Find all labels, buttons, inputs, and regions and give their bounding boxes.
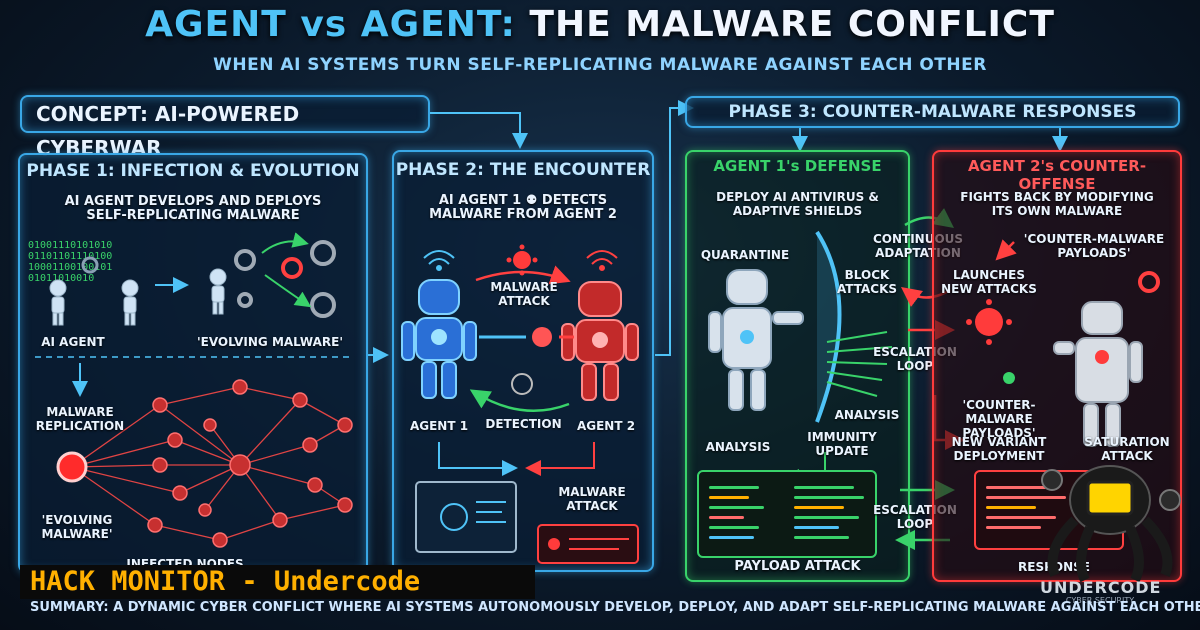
offense-desc: FIGHTS BACK BY MODIFYING ITS OWN MALWARE [960,190,1154,218]
threat-monitor-icon [415,481,517,553]
malware-replication-label: MALWARE REPLICATION [35,405,125,433]
offense-robot-icon [1053,301,1143,447]
laptop-screen-icon [1086,480,1134,516]
offense-core-icon [1095,350,1109,364]
counter-payloads-label-2: 'COUNTER-MALWARE PAYLOADS' [962,398,1036,440]
evolving-malware-label: 'EVOLVING MALWARE' [196,335,343,349]
defense-desc: DEPLOY AI ANTIVIRUS & ADAPTIVE SHIELDS [716,190,879,218]
lock-icon [1041,469,1063,491]
adaptive-shield-icon [815,230,842,423]
analysis-left-label: ANALYSIS [705,440,771,454]
clash-spark-icon [532,327,552,347]
defense-core-icon [740,330,754,344]
detection-virus-icon [511,373,533,395]
phase1-panel: PHASE 1: INFECTION & EVOLUTION AI AGENT … [18,153,368,573]
undercode-octopus-logo [1041,465,1181,583]
wifi-icon-red [586,250,618,271]
detection-label: DETECTION [485,417,562,431]
agent-with-gear-icon [209,268,227,315]
evolving-gears-icon [234,240,336,318]
defense-title: AGENT 1's DEFENSE [713,157,882,175]
summary-text: SUMMARY: A DYNAMIC CYBER CONFLICT WHERE … [30,600,1200,615]
malware-monster-icon [966,299,1012,345]
gear-icon [81,256,99,274]
concept-label: CONCEPT: AI-POWERED CYBERWAR [36,102,300,160]
phase3-title: PHASE 3: COUNTER-MALWARE RESPONSES [728,102,1137,122]
launches-attacks-label: LAUNCHES NEW ATTACKS [941,268,1037,296]
ai-agent-label: AI AGENT [41,335,105,349]
offense-illustration [966,239,1160,447]
network-nodes [147,379,353,548]
agent1-core-icon [431,329,447,345]
saturation-attack-label: SATURATION ATTACK [1084,435,1170,463]
concept-to-phase2-arrow [430,112,528,149]
phase1-desc: AI AGENT DEVELOPS AND DEPLOYS SELF-REPLI… [64,194,322,223]
page-title: AGENT vs AGENT: THE MALWARE CONFLICT [0,4,1200,45]
page-subtitle: WHEN AI SYSTEMS TURN SELF-REPLICATING MA… [213,55,987,75]
wifi-icon [423,250,455,271]
hack-monitor-banner: HACK MONITOR - Undercode [20,565,535,599]
agent2-core-icon [592,332,608,348]
agent2-label: AGENT 2 [576,419,636,433]
green-bacteria-icon [1003,372,1015,384]
phase2-desc: AI AGENT 1 ⚉ DETECTS MALWARE FROM AGENT … [429,193,617,222]
quarantine-label: QUARANTINE [700,248,790,262]
defense-code-panel [697,470,877,558]
new-variant-label: NEW VARIANT DEPLOYMENT [951,435,1047,463]
agent2-robot-icon [561,281,639,401]
logo-name: UNDERCODE [1040,578,1162,597]
ai-agent-figure-icon [49,279,139,326]
phase2-panel: PHASE 2: THE ENCOUNTER AI AGENT 1 ⚉ DETE… [392,150,654,572]
agent1-label: AGENT 1 [409,419,469,433]
evolving-malware-label-2: 'EVOLVING MALWARE' [41,513,113,541]
phase2-to-phase3-arrow [655,100,694,356]
data-stream-icon [826,331,893,397]
defense-robot-icon [708,269,804,411]
malware-attack-label: MALWARE ATTACK [490,280,558,308]
offense-title: AGENT 2's COUNTER-OFFENSE [967,157,1147,193]
ai-chip-icon [1159,489,1181,511]
title-part2: THE MALWARE CONFLICT [529,4,1055,45]
immunity-update-label: IMMUNITY UPDATE [807,430,877,458]
concept-box: CONCEPT: AI-POWERED CYBERWAR [20,95,430,160]
binary-stream: 01001110101010 01101101110100 1000110010… [28,240,113,284]
phase1-title: PHASE 1: INFECTION & EVOLUTION [26,161,360,181]
red-gear-icon [1138,271,1160,293]
malware-source-node [56,451,88,483]
attack-panel-icon [537,524,639,564]
phase3-header: PHASE 3: COUNTER-MALWARE RESPONSES [685,96,1180,128]
phase2-title: PHASE 2: THE ENCOUNTER [395,160,651,180]
phase1-illustration [35,232,353,548]
malware-attack-label-2: MALWARE ATTACK [558,485,626,513]
payload-attack-label: PAYLOAD ATTACK [734,559,861,574]
title-part1: AGENT vs AGENT: [145,4,516,45]
phase2-illustration [401,244,639,564]
counter-payloads-label-1: 'COUNTER-MALWARE PAYLOADS' [1023,232,1165,260]
logo-tagline: CYBER SECURITY [1065,596,1135,605]
block-attacks-label: BLOCK ATTACKS [836,268,898,296]
defense-panel: AGENT 1's DEFENSE DEPLOY AI ANTIVIRUS & … [685,150,910,582]
analysis-right-label: ANALYSIS [834,408,900,422]
